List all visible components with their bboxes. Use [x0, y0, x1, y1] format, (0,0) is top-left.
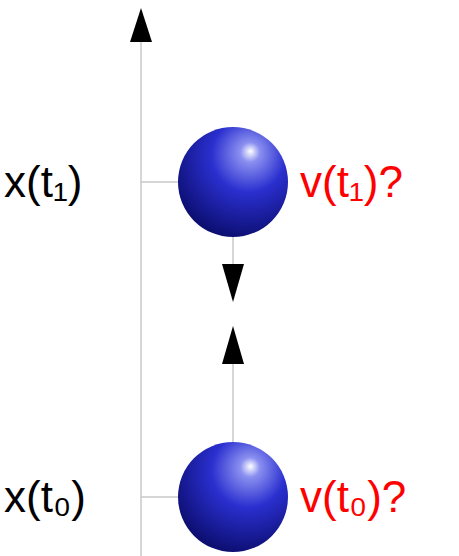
ball	[178, 127, 288, 237]
velocity-label: v(t₀)?	[300, 475, 406, 519]
velocity-arrowhead	[222, 264, 244, 302]
velocity-arrow-shaft	[232, 364, 234, 442]
position-label: x(t₀)	[4, 475, 86, 519]
tick-line	[141, 181, 178, 183]
axis-arrowhead	[130, 8, 152, 42]
velocity-arrow-shaft	[232, 237, 234, 264]
tick-line	[141, 496, 178, 498]
position-label: x(t₁)	[4, 160, 82, 204]
axis-line	[140, 38, 142, 556]
velocity-label: v(t₁)?	[300, 160, 403, 204]
ball	[178, 442, 288, 552]
velocity-arrowhead	[222, 326, 244, 364]
